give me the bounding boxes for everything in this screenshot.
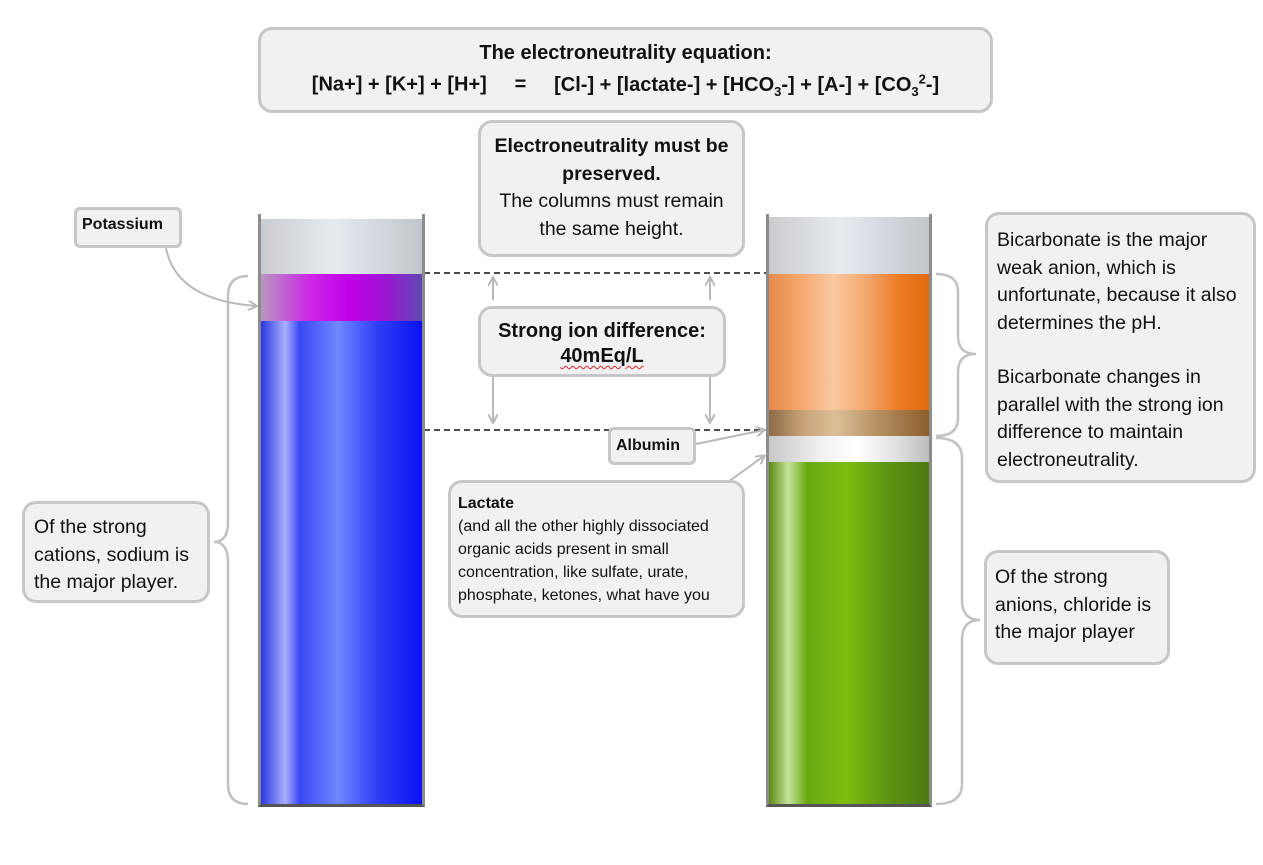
cations-column [258,214,425,807]
electroneutrality-equation-box: The electroneutrality equation: [Na+] + … [258,27,993,113]
bicarbonate-segment [769,274,929,410]
anions-empty-segment [769,217,929,274]
equation-formula: [Na+] + [K+] + [H+] = [Cl-] + [lactate-]… [261,66,990,104]
lactate-segment [769,436,929,462]
chloride-segment [769,462,929,804]
equation-equals: = [514,73,527,96]
sodium-segment [261,321,422,804]
potassium-segment [261,274,422,321]
chloride-callout: Of the strong anions, chloride is the ma… [984,550,1170,665]
potassium-label: Potassium [74,207,182,248]
preserve-body: The columns must remain the same height. [499,190,724,240]
bicarbonate-text-2: Bicarbonate changes in parallel with the… [997,366,1224,471]
weak-anions-brace [935,272,977,438]
equation-right-side: [Cl-] + [lactate-] + [HCO3-] + [A-] + [C… [554,71,940,99]
equation-title: The electroneutrality equation: [479,42,772,64]
strong-ion-difference-box: Strong ion difference: 40mEq/L [478,306,726,377]
lactate-title: Lactate [458,495,515,512]
albumin-segment [769,410,929,436]
anions-column [766,214,932,807]
cations-empty-segment [261,219,422,274]
electroneutrality-preserved-box: Electroneutrality must be preserved. The… [478,120,745,257]
sid-label: Strong ion difference: [498,320,706,342]
sid-value: 40mEq/L [560,345,644,367]
sodium-callout: Of the strong cations, sodium is the maj… [22,501,210,603]
potassium-callout-arrow [165,247,256,306]
strong-anions-brace [935,436,981,806]
albumin-label: Albumin [608,427,696,465]
bicarbonate-callout: Bicarbonate is the major weak anion, whi… [985,212,1256,483]
lactate-body: (and all the other highly dissociated or… [458,518,710,604]
preserve-heading: Electroneutrality must be preserved. [494,135,729,185]
cations-brace [213,274,249,806]
albumin-callout-arrow [695,430,764,445]
bicarbonate-text-1: Bicarbonate is the major weak anion, whi… [997,229,1237,334]
lactate-callout-arrow [727,456,764,483]
equation-left-side: [Na+] + [K+] + [H+] [311,73,487,96]
lactate-callout: Lactate (and all the other highly dissoc… [448,480,745,618]
